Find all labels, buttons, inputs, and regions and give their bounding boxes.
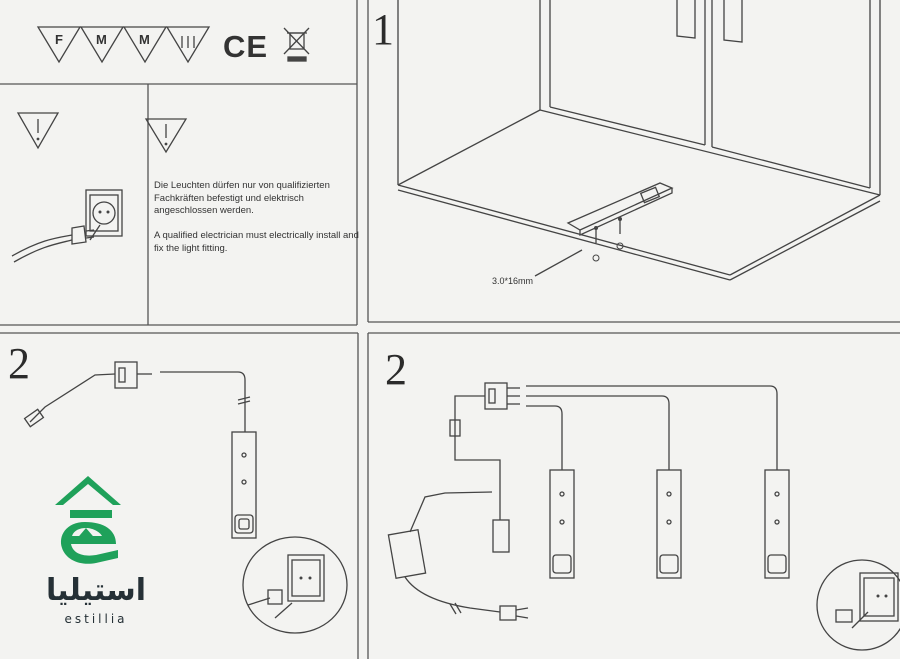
logo-text-latin: estillia: [64, 612, 128, 626]
screw-dimension: 3.0*16mm: [492, 276, 534, 286]
triangle-mark-label: M: [96, 32, 107, 47]
single-light-wiring: [23, 361, 348, 634]
weee-bin-icon: [283, 27, 310, 62]
triangle-mark-label: M: [139, 32, 150, 47]
logo-mark: [55, 476, 121, 564]
step-number: 2: [8, 339, 30, 388]
wall-socket-plug: [11, 189, 123, 263]
three-light-wiring: [387, 382, 900, 651]
step-number: 2: [385, 345, 407, 394]
cabinet-drawing: [397, 0, 881, 281]
logo-text-arabic: استيليا: [45, 573, 147, 608]
triangle-mark-label: F: [55, 32, 63, 47]
step-number: 1: [372, 5, 394, 54]
certification-triangles: [36, 26, 211, 64]
warning-text-german: Die Leuchten dürfen nur von qualifiziert…: [154, 180, 330, 216]
ce-mark: CE: [223, 29, 269, 64]
warning-text-english: A qualified electrician must electricall…: [154, 230, 359, 254]
warning-triangles: [16, 112, 188, 154]
